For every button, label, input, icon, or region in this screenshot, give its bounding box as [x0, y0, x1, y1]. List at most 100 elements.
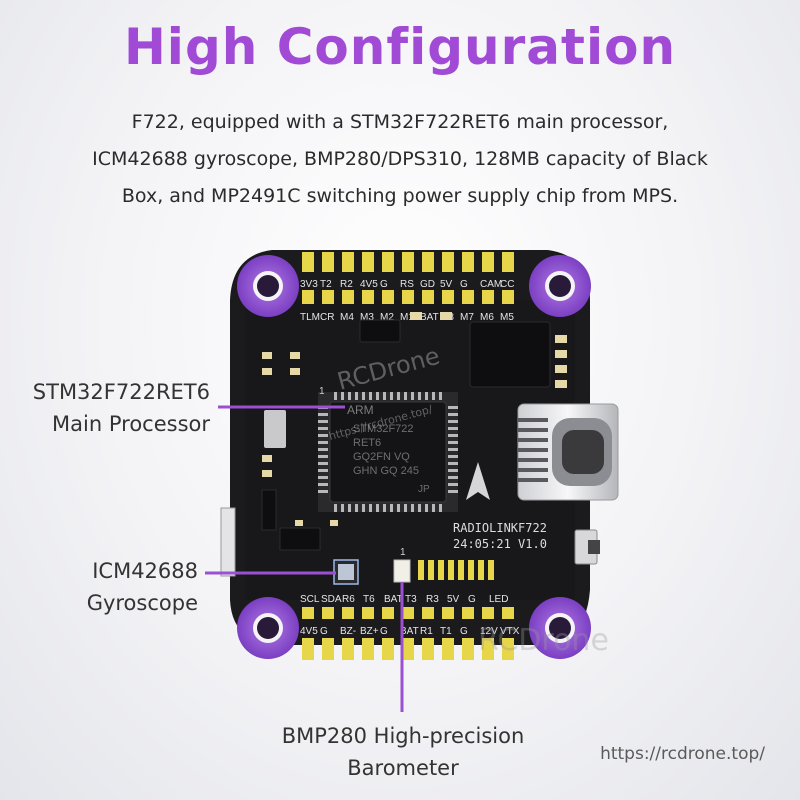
mcu-chip: ARM STM32F722 RET6 GQ2FN VQ GHN GQ 245 J…: [318, 386, 458, 512]
chip-label: GQ2FN VQ: [353, 451, 410, 463]
passive-components: [262, 312, 567, 526]
solder-pad: [462, 290, 474, 304]
pad-label: M4: [340, 312, 354, 323]
solder-pad: [302, 252, 314, 272]
solder-pad: [362, 290, 374, 304]
pad-label: R3: [426, 594, 439, 605]
watermark: RCDrone: [478, 623, 609, 658]
solder-pad: [462, 638, 474, 660]
pad-label: CC: [500, 279, 514, 290]
pad-label: G: [380, 626, 388, 637]
solder-pad: [342, 638, 354, 660]
solder-pad: [442, 290, 454, 304]
chip-label: JP: [418, 484, 430, 495]
solder-pad: [362, 252, 374, 272]
mounting-holes: [237, 255, 591, 659]
callout-line: Barometer: [347, 756, 459, 780]
side-connector: [220, 507, 236, 577]
processor-callout: STM32F722RET6 Main Processor: [20, 376, 210, 440]
small-pad: [458, 560, 464, 580]
pad-label: LED: [489, 594, 508, 605]
pad-label: M1: [400, 312, 414, 323]
pad-label: CAM: [480, 279, 502, 290]
solder-pad: [482, 290, 494, 304]
solder-pad: [362, 607, 374, 619]
barometer-chip: [393, 559, 411, 583]
pad-label: 4V5: [360, 279, 378, 290]
baro-callout: BMP280 High-precision Barometer: [238, 720, 568, 784]
usb-c-port: [517, 403, 619, 501]
solder-pad: [482, 607, 494, 619]
solder-pad: [382, 607, 394, 619]
version-text: 24:05:21 V1.0: [453, 537, 547, 551]
solder-pad: [382, 252, 394, 272]
callout-line: STM32F722RET6: [32, 380, 210, 404]
chip-label: GHN GQ 245: [353, 465, 419, 477]
solder-pad: [402, 290, 414, 304]
pad-label: T6: [363, 594, 375, 605]
solder-pad: [402, 638, 414, 660]
radiolink-logo-icon: [466, 462, 490, 500]
pad-label: BAT: [420, 312, 439, 323]
pad-label: R1: [420, 626, 433, 637]
solder-pad: [302, 607, 314, 619]
pad-label: R6: [342, 594, 355, 605]
small-pad: [418, 560, 424, 580]
pad-label: BAT: [384, 594, 403, 605]
solder-pad: [462, 252, 474, 272]
solder-pad: [402, 252, 414, 272]
solder-pad: [502, 638, 514, 660]
pad-label: SCL: [300, 594, 320, 605]
pad-label: 3V3: [300, 279, 318, 290]
solder-pad: [342, 607, 354, 619]
pad-label: GD: [420, 279, 435, 290]
pad-label: RS: [400, 279, 414, 290]
solder-pad: [422, 638, 434, 660]
solder-pad: [342, 290, 354, 304]
pad-label: 5V: [447, 594, 460, 605]
solder-pad: [422, 290, 434, 304]
solder-pad: [462, 607, 474, 619]
solder-pad: [442, 252, 454, 272]
pad-label: TLM: [300, 312, 320, 323]
pad-label: M6: [480, 312, 494, 323]
footer-url: https://rcdrone.top/: [600, 744, 765, 764]
small-pad: [428, 560, 434, 580]
solder-pad: [482, 252, 494, 272]
callout-line: ICM42688: [92, 559, 198, 583]
bottom-solder-pads: [302, 607, 514, 660]
small-pad: [438, 560, 444, 580]
description-line: F722, equipped with a STM32F722RET6 main…: [131, 111, 669, 133]
pad-label: 5V: [440, 279, 453, 290]
top-solder-pads: [302, 252, 514, 304]
pad-label: T3: [405, 594, 417, 605]
pad-label: 4V5: [300, 626, 318, 637]
pad-label: BZ+: [360, 626, 379, 637]
pad-label: G: [320, 626, 328, 637]
pad-label: G: [460, 279, 468, 290]
solder-pad: [322, 607, 334, 619]
chip-label: RET6: [353, 437, 381, 449]
chip-label: ARM: [347, 403, 374, 417]
solder-pad: [302, 290, 314, 304]
pad-label: SDA: [321, 594, 342, 605]
pad-label: BAT: [400, 626, 419, 637]
pad-label: G: [460, 626, 468, 637]
pad-label: M3: [360, 312, 374, 323]
description-line: ICM42688 gyroscope, BMP280/DPS310, 128MB…: [92, 148, 708, 170]
solder-pad: [502, 290, 514, 304]
pad-label: T1: [440, 626, 452, 637]
solder-pad: [442, 607, 454, 619]
solder-pad: [382, 638, 394, 660]
solder-pad: [322, 290, 334, 304]
pad-label: M5: [500, 312, 514, 323]
chip-label: STM32F722: [353, 423, 414, 435]
model-text: RADIOLINKF722: [453, 521, 547, 535]
page-title: High Configuration: [123, 18, 677, 76]
pad-label: R2: [340, 279, 353, 290]
small-pad: [478, 560, 484, 580]
